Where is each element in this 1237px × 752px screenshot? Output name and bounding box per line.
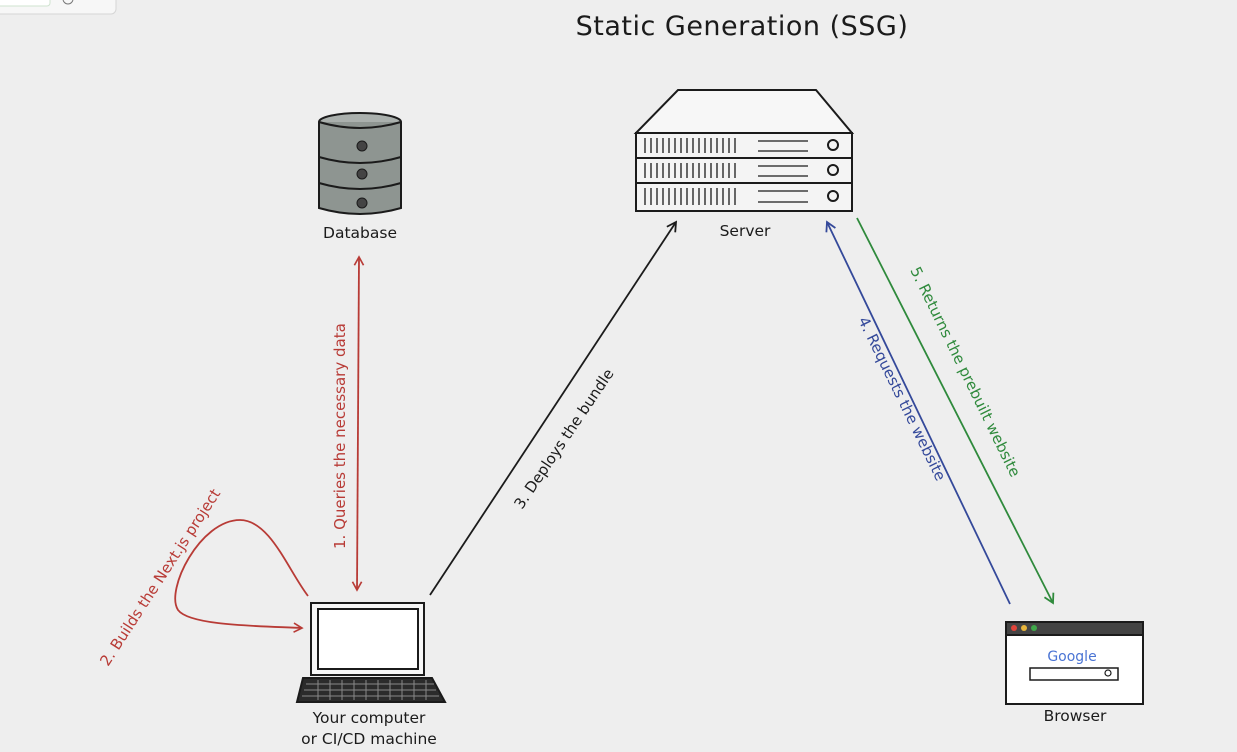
browser-label: Browser [1044, 707, 1107, 725]
browser-icon [1005, 621, 1144, 705]
laptop-icon [295, 602, 447, 703]
requests-label: 4. Requests the website [854, 314, 949, 484]
deploys-arrow [429, 220, 678, 596]
queries-label: 1. Queries the necessary data [331, 323, 349, 549]
search-logo: Google [1047, 649, 1096, 665]
database-label: Database [323, 224, 397, 242]
computer-label-line2: or CI/CD machine [301, 730, 437, 748]
server-icon [633, 89, 855, 212]
computer-label-line1: Your computer [312, 709, 426, 727]
builds-arrow [174, 519, 309, 633]
toolbar-fragment [0, 0, 117, 15]
returns-arrow [856, 217, 1055, 605]
database-icon [318, 112, 402, 215]
queries-arrow [351, 255, 365, 592]
requests-arrow [825, 220, 1011, 605]
diagram-title: Static Generation (SSG) [576, 11, 909, 42]
server-label: Server [720, 222, 771, 240]
deploys-label: 3. Deploys the bundle [510, 365, 617, 512]
builds-label: 2. Builds the Next.js project [96, 485, 224, 669]
